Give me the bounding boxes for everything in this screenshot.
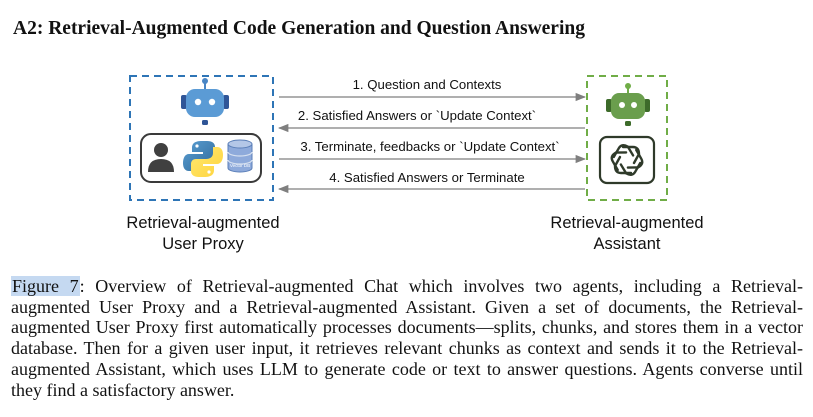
user-proxy-name-line1: Retrieval-augmented bbox=[126, 214, 280, 232]
section-heading: A2: Retrieval-Augmented Code Generation … bbox=[13, 18, 585, 39]
user-proxy-name-line2: User Proxy bbox=[162, 235, 244, 253]
caption-text: : Overview of Retrieval-augmented Chat w… bbox=[11, 276, 803, 400]
message-label-4: 4. Satisfied Answers or Terminate bbox=[329, 170, 524, 185]
user-proxy-name: Retrieval-augmented User Proxy bbox=[103, 213, 303, 255]
message-label-3: 3. Terminate, feedbacks or `Update Conte… bbox=[300, 139, 559, 154]
assistant-name-line1: Retrieval-augmented bbox=[550, 214, 704, 232]
assistant-name: Retrieval-augmented Assistant bbox=[527, 213, 727, 255]
db-label: Vector DB bbox=[230, 163, 250, 168]
message-label-1: 1. Question and Contexts bbox=[353, 77, 502, 92]
user-icon bbox=[148, 143, 174, 172]
figure-caption: Figure 7: Overview of Retrieval-augmente… bbox=[11, 276, 803, 400]
llm-container bbox=[598, 135, 656, 185]
openai-logo-icon bbox=[610, 144, 644, 176]
robot-icon bbox=[181, 78, 229, 125]
database-icon: Vector DB bbox=[227, 139, 253, 173]
agent-diagram: Vector DB 1. Question and Contexts 2. Sa… bbox=[129, 75, 668, 201]
python-logo-icon bbox=[183, 141, 223, 177]
figure-reference-link[interactable]: Figure 7 bbox=[11, 276, 80, 296]
user-proxy-box bbox=[129, 75, 274, 201]
robot-icon bbox=[606, 83, 650, 126]
message-label-2: 2. Satisfied Answers or `Update Context` bbox=[298, 108, 536, 123]
assistant-box bbox=[586, 75, 668, 201]
assistant-name-line2: Assistant bbox=[593, 235, 661, 253]
